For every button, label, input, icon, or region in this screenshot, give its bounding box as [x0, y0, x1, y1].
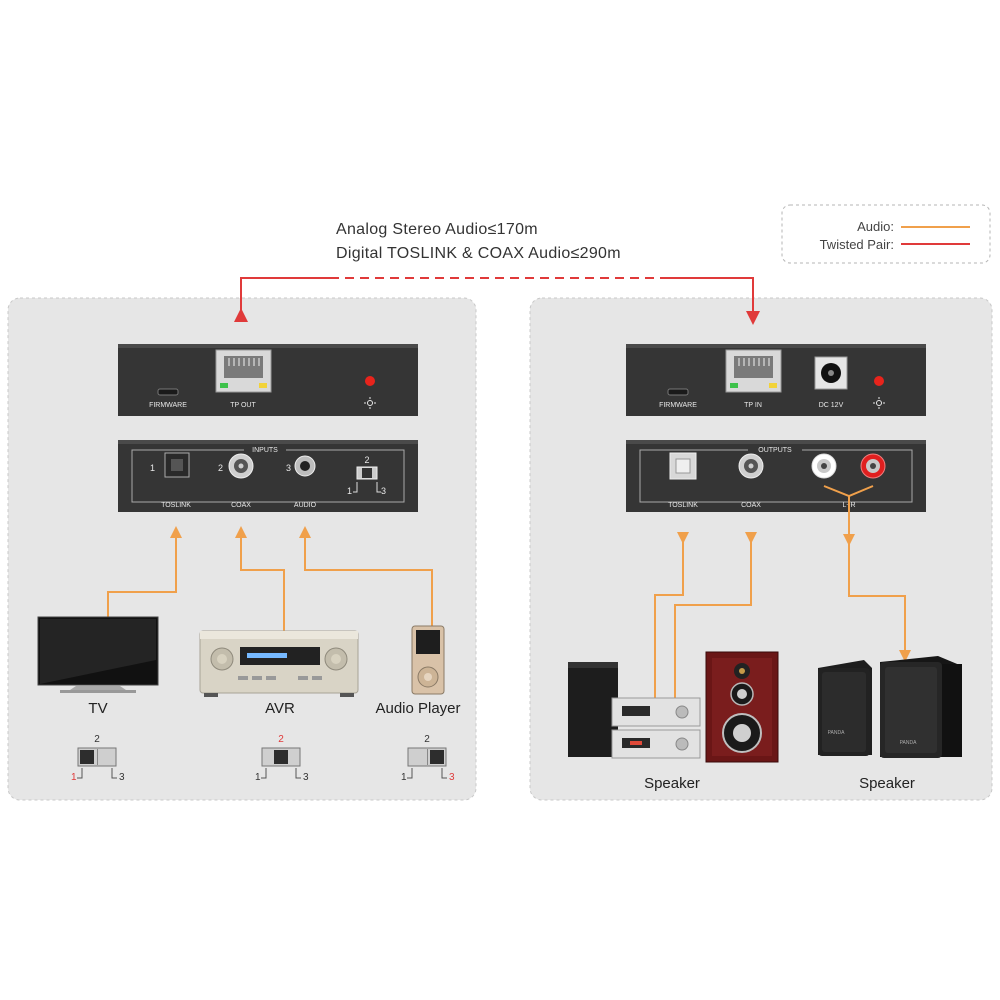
audio-arrows	[170, 526, 911, 662]
sw-tv-top: 2	[94, 734, 100, 745]
switch-position-avr: 2 1 3	[255, 734, 309, 783]
avr-caption: AVR	[265, 700, 295, 717]
firmware-label: FIRMWARE	[149, 402, 187, 409]
input-3-number: 3	[286, 463, 291, 473]
firmware-port[interactable]	[157, 388, 179, 396]
legend-twisted-label: Twisted Pair:	[820, 237, 894, 252]
tp-in-arrow	[746, 311, 760, 325]
input-2-number: 2	[218, 463, 223, 473]
audio-label: AUDIO	[294, 502, 317, 509]
receiver-led-sun-icon	[873, 397, 885, 409]
out-toslink-label: TOSLINK	[668, 502, 698, 509]
legend-box	[781, 204, 991, 264]
speaker-right-caption: Speaker	[859, 775, 915, 792]
coax-label: COAX	[231, 502, 251, 509]
player-caption: Audio Player	[375, 700, 460, 717]
receiver-firmware-port[interactable]	[667, 388, 689, 396]
selector-pos-3: 3	[381, 486, 386, 496]
tp-out-arrow	[234, 308, 248, 322]
tp-out-label: TP OUT	[230, 402, 256, 409]
receiver-power-led	[874, 376, 884, 386]
avr-device	[199, 630, 359, 697]
speaker-left-caption: Speaker	[644, 775, 700, 792]
power-led	[365, 376, 375, 386]
input-1-number: 1	[150, 463, 155, 473]
hifi-speaker-system	[568, 651, 779, 763]
input-selector-switch[interactable]: 2 1 3	[347, 455, 386, 496]
receiver-tp-unit: FIRMWARE TP IN DC 12V	[626, 344, 926, 416]
sw-player-top: 2	[424, 734, 430, 745]
distance-line-2: Digital TOSLINK & COAX Audio≤290m	[336, 245, 621, 262]
transmitter-inputs-unit: INPUTS 1 2 3 TOSLINK COAX AUDIO 2 1 3	[118, 440, 418, 512]
tp-in-label: TP IN	[744, 402, 762, 409]
selector-pos-2: 2	[364, 455, 369, 465]
transmitter-tp-unit: FIRMWARE TP OUT	[118, 344, 418, 416]
receiver-outputs-unit: OUTPUTS TOSLINK COAX L+R	[626, 440, 926, 512]
toslink-label: TOSLINK	[161, 502, 191, 509]
outputs-title: OUTPUTS	[758, 447, 792, 454]
twisted-pair-link	[240, 277, 754, 318]
sw-player-left: 1	[401, 772, 407, 783]
legend-audio-label: Audio:	[857, 219, 894, 234]
out-coax-label: COAX	[741, 502, 761, 509]
dc-label: DC 12V	[819, 402, 844, 409]
tv-device	[37, 616, 159, 693]
sw-avr-left: 1	[255, 772, 261, 783]
selector-pos-1: 1	[347, 486, 352, 496]
led-sun-icon	[364, 397, 376, 409]
sw-player-right: 3	[449, 772, 455, 783]
sw-tv-left: 1	[71, 772, 77, 783]
receiver-firmware-label: FIRMWARE	[659, 402, 697, 409]
panda-brand-right: PANDA	[900, 740, 918, 746]
receiver-panel	[529, 297, 993, 801]
switch-position-tv: 2 1 3	[71, 734, 125, 783]
sw-avr-right: 3	[303, 772, 309, 783]
tv-caption: TV	[88, 700, 107, 717]
inputs-title: INPUTS	[252, 447, 278, 454]
toslink-output-port[interactable]	[669, 452, 697, 480]
panda-brand-left: PANDA	[828, 730, 846, 736]
switch-position-player: 2 1 3	[401, 734, 455, 783]
distance-line-1: Analog Stereo Audio≤170m	[336, 221, 538, 238]
audio-player-device	[411, 625, 445, 695]
sw-avr-top: 2	[278, 734, 284, 745]
panda-speakers: PANDA PANDA	[818, 656, 962, 758]
sw-tv-right: 3	[119, 772, 125, 783]
